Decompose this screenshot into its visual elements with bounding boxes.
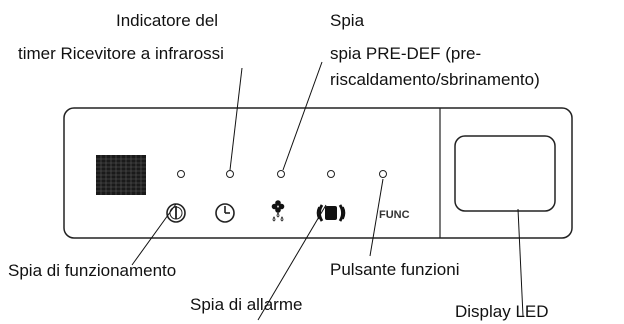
leader-pulsante [369, 178, 384, 257]
led-func [379, 170, 387, 178]
alarm-icon [316, 204, 346, 222]
control-panel-outline [63, 107, 573, 239]
led-funzionamento [177, 170, 185, 178]
label-timer-ricevitore: timer Ricevitore a infrarossi [18, 44, 224, 63]
leader-timer [229, 67, 243, 171]
led-display-window [454, 135, 556, 212]
label-spia-funzionamento: Spia di funzionamento [8, 261, 177, 280]
led-allarme [327, 170, 335, 178]
label-spia: Spia [330, 11, 365, 30]
label-riscaldamento-sbrinamento: riscaldamento/sbrinamento) [330, 70, 540, 89]
label-display-led: Display LED [455, 302, 549, 321]
leader-spia [282, 61, 323, 171]
label-indicatore-del: Indicatore del [116, 11, 219, 30]
leader-funzionamento [131, 203, 177, 266]
led-pre-def [277, 170, 285, 178]
label-spia-allarme: Spia di allarme [190, 295, 303, 314]
timer-clock-icon [215, 203, 235, 223]
label-spia-pre-def: spia PRE-DEF (pre- [330, 44, 482, 63]
leader-allarme [257, 204, 327, 321]
leader-display [517, 208, 524, 317]
label-pulsante-funzioni: Pulsante funzioni [330, 260, 460, 279]
func-button-text: FUNC [379, 209, 410, 221]
defrost-icon [271, 200, 285, 222]
led-timer [226, 170, 234, 178]
ir-receiver-grid [96, 155, 146, 195]
